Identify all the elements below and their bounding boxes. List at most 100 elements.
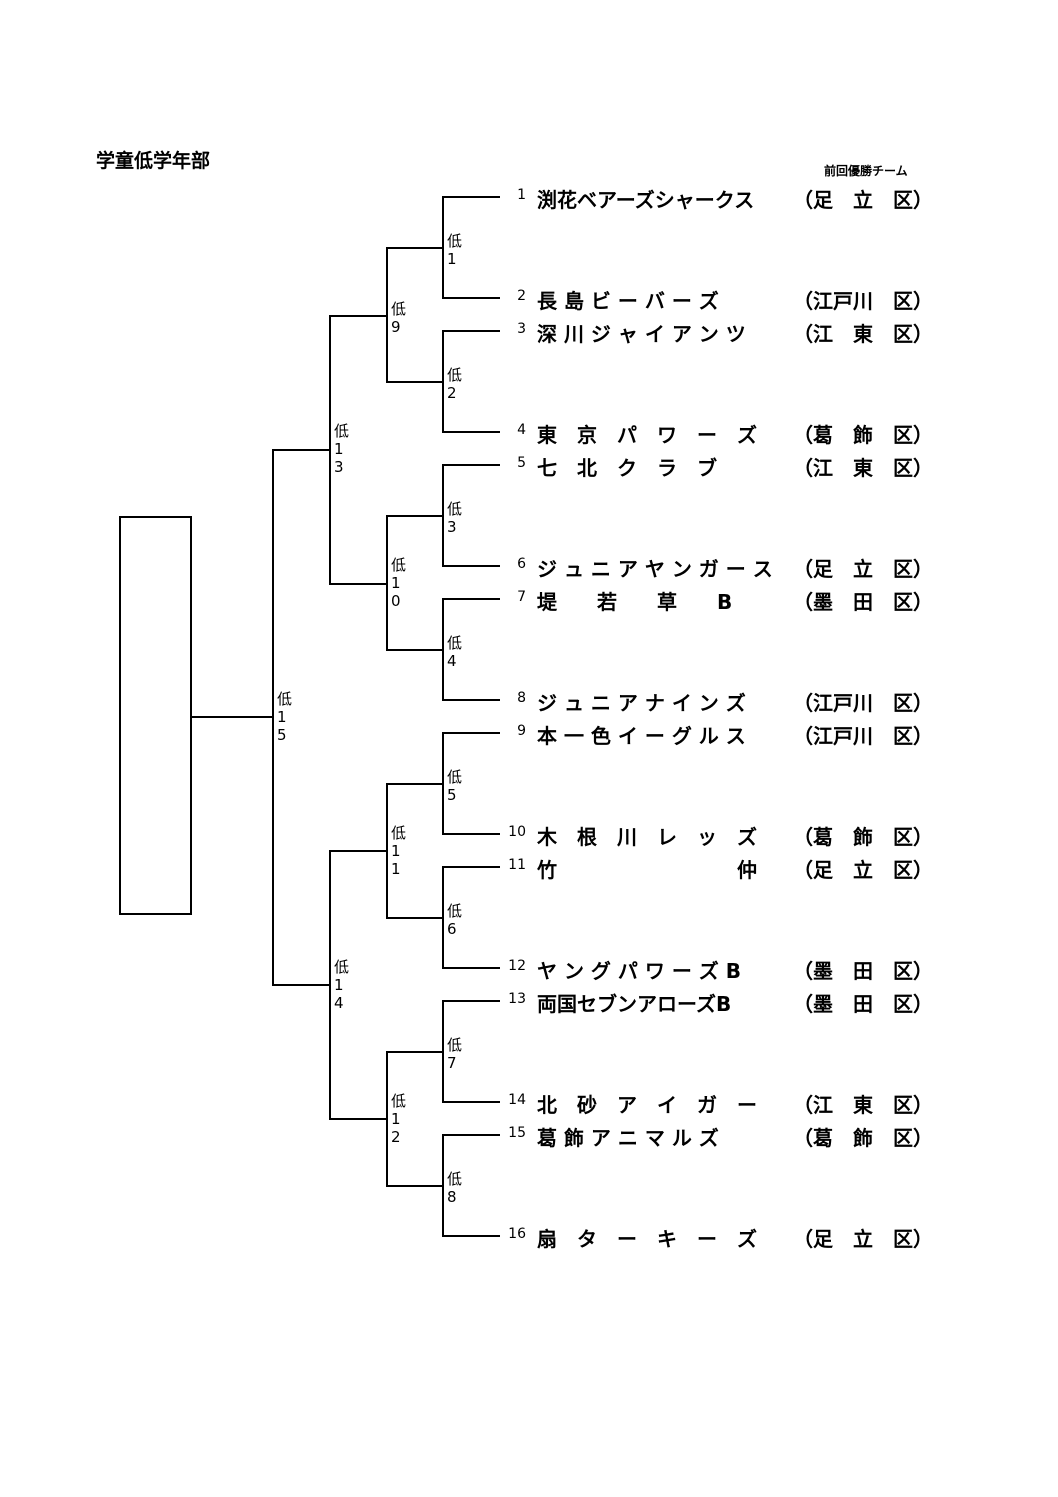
bracket-line [442,196,500,198]
seed-number: 6 [517,556,526,572]
bracket-line [329,1118,388,1120]
bracket-line [329,850,388,852]
page-title: 学童低学年部 [96,150,211,172]
team-row: 15 葛 飾 ア ニ マ ル ズ （葛 飾 区） [500,1122,940,1150]
seed-number: 14 [508,1092,526,1108]
bracket-line [442,1134,500,1136]
team-name: 七 北 ク ラ ブ [537,456,717,480]
team-ward: （江 東 区） [793,1093,933,1117]
winner-box [119,516,192,915]
seed-number: 13 [508,991,526,1007]
match-label: 低 3 [447,500,463,536]
match-label: 低 2 [447,366,463,402]
team-name: 堤 若 草 B [537,590,733,614]
team-row: 12 ヤ ン グ パ ワ ー ズ B （墨 田 区） [500,955,940,983]
bracket-line [442,598,500,600]
match-label: 低 8 [447,1170,463,1206]
bracket-line [442,565,500,567]
match-label: 低 1 3 [334,422,350,476]
seed-number: 5 [517,455,526,471]
team-name: ジ ュ ニ ア ナ イ ン ズ [537,691,746,715]
team-row: 6 ジ ュ ニ ア ヤ ン ガ ー ス （足 立 区） [500,553,940,581]
match-label: 低 1 1 [391,824,407,878]
team-ward: （江戸川 区） [793,724,933,748]
team-ward: （足 立 区） [793,557,933,581]
team-row: 14 北 砂 ア イ ガ ー （江 東 区） [500,1089,940,1117]
bracket-line [386,1051,444,1053]
bracket-line [442,967,500,969]
team-name: ヤ ン グ パ ワ ー ズ B [537,959,741,983]
team-ward: （足 立 区） [793,858,933,882]
match-label: 低 6 [447,902,463,938]
seed-number: 7 [517,589,526,605]
team-row: 5 七 北 ク ラ ブ （江 東 区） [500,452,940,480]
bracket-line [386,649,444,651]
match-label: 低 1 4 [334,958,350,1012]
team-row: 13 両国セブンアローズB （墨 田 区） [500,988,940,1016]
team-row: 9 本 一 色 イ ー グ ル ス （江戸川 区） [500,720,940,748]
team-ward: （江 東 区） [793,322,933,346]
bracket-line [329,583,388,585]
bracket-line [442,464,500,466]
team-row: 4 東 京 パ ワ ー ズ （葛 飾 区） [500,419,940,447]
team-row: 11 竹 仲 （足 立 区） [500,854,940,882]
bracket-line [386,917,444,919]
bracket-line [442,833,500,835]
match-label: 低 1 2 [391,1092,407,1146]
seed-number: 10 [508,824,526,840]
seed-number: 15 [508,1125,526,1141]
seed-number: 4 [517,422,526,438]
team-name: 長 島 ビ ー バ ー ズ [537,289,719,313]
bracket-line [329,315,388,317]
team-name: 両国セブンアローズB [537,992,732,1016]
bracket-line [386,515,388,650]
bracket-line [272,449,331,451]
bracket-line [386,247,388,382]
bracket-line [386,783,444,785]
team-name: ジ ュ ニ ア ヤ ン ガ ー ス [537,557,773,581]
team-name: 竹 仲 [537,858,757,882]
team-name: 渕花ベアーズシャークス [537,188,755,212]
team-row: 2 長 島 ビ ー バ ー ズ （江戸川 区） [500,285,940,313]
team-ward: （江 東 区） [793,456,933,480]
match-label: 低 1 5 [277,690,293,744]
team-ward: （葛 飾 区） [793,423,933,447]
bracket-line [386,515,444,517]
team-row: 3 深 川 ジ ャ イ ア ン ツ （江 東 区） [500,318,940,346]
match-label: 低 1 0 [391,556,407,610]
team-name: 深 川 ジ ャ イ ア ン ツ [537,322,746,346]
team-row: 7 堤 若 草 B （墨 田 区） [500,586,940,614]
bracket-line [442,330,500,332]
seed-number: 8 [517,690,526,706]
bracket-line [272,984,331,986]
team-ward: （足 立 区） [793,188,933,212]
bracket-line [442,1000,500,1002]
team-name: 北 砂 ア イ ガ ー [537,1093,757,1117]
seed-number: 11 [508,857,526,873]
seed-number: 1 [517,187,526,203]
match-label: 低 9 [391,300,407,336]
bracket-line [442,732,500,734]
match-label: 低 4 [447,634,463,670]
seed-number: 3 [517,321,526,337]
bracket-line [386,381,444,383]
champion-label: 前回優勝チーム [824,164,908,178]
team-ward: （葛 飾 区） [793,825,933,849]
bracket-line [442,699,500,701]
seed-number: 9 [517,723,526,739]
bracket-line [386,247,444,249]
bracket-line [442,431,500,433]
match-label: 低 1 [447,232,463,268]
seed-number: 16 [508,1226,526,1242]
seed-number: 2 [517,288,526,304]
bracket-line [442,1101,500,1103]
team-row: 8 ジ ュ ニ ア ナ イ ン ズ （江戸川 区） [500,687,940,715]
bracket-line [192,716,274,718]
team-ward: （足 立 区） [793,1227,933,1251]
team-ward: （葛 飾 区） [793,1126,933,1150]
team-name: 本 一 色 イ ー グ ル ス [537,724,746,748]
team-ward: （墨 田 区） [793,959,933,983]
team-ward: （墨 田 区） [793,590,933,614]
team-row: 16 扇 タ ー キ ー ズ （足 立 区） [500,1223,940,1251]
team-row: 1 渕花ベアーズシャークス （足 立 区） [500,184,940,212]
